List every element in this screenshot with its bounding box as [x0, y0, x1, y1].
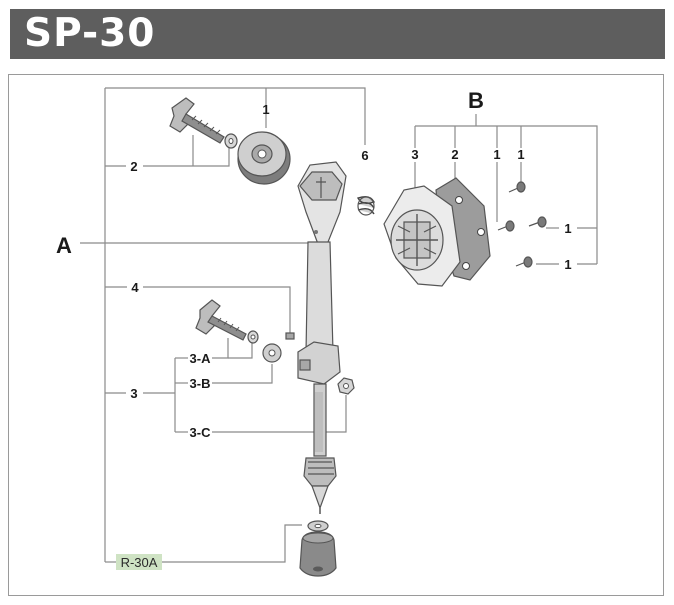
screw-icon: [508, 181, 526, 193]
t-handle-bolt-icon: [169, 97, 225, 144]
washer-icon: [224, 133, 238, 149]
set-screw-icon: [285, 332, 295, 340]
screw-icon: [528, 216, 547, 228]
washer-3a-icon: [247, 330, 259, 344]
group-a-leaders: [80, 87, 366, 563]
callout-b2: 2: [451, 147, 458, 162]
callout-b1-a: 1: [493, 147, 500, 162]
callout-group-b: B: [468, 88, 484, 113]
screw-icon: [497, 220, 515, 232]
spring-icon: [357, 195, 375, 216]
group-b-leaders: [414, 114, 598, 265]
callout-b1-c: 1: [564, 221, 571, 236]
screw-icon: [515, 256, 533, 268]
callout-6: 6: [361, 148, 368, 163]
callout-4: 4: [131, 280, 139, 295]
callout-b3: 3: [411, 147, 418, 162]
callout-3c: 3-C: [190, 425, 212, 440]
callout-b1-d: 1: [564, 257, 571, 272]
nut-3c-icon: [337, 377, 355, 395]
callout-3b: 3-B: [190, 376, 211, 391]
washer-3b-icon: [262, 343, 282, 363]
callout-2: 2: [130, 159, 137, 174]
title-bar: SP-30: [10, 9, 665, 59]
diagram-frame: [8, 74, 664, 596]
head-bracket-icon: [383, 185, 461, 287]
rubber-foot-icon: [299, 520, 337, 577]
callout-group-a: A: [56, 233, 72, 258]
callout-r30a: R-30A: [121, 555, 158, 570]
callout-b1-b: 1: [517, 147, 524, 162]
pole-assembly-icon: [297, 161, 347, 514]
callout-1-knob: 1: [262, 102, 269, 117]
callout-3a: 3-A: [190, 351, 212, 366]
callout-3: 3: [130, 386, 137, 401]
page-title: SP-30: [24, 11, 156, 56]
knob-icon: [237, 131, 291, 185]
r30a-highlight: [116, 554, 162, 570]
t-handle-bolt-3a-icon: [195, 299, 247, 341]
